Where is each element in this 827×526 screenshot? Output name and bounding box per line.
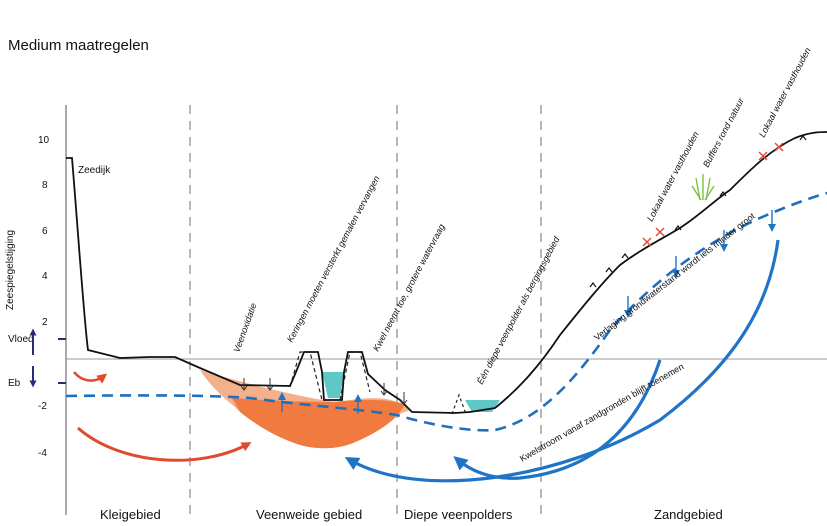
label-lokaal-water-2: Lokaal water vasthouden [757, 46, 813, 139]
label-veenoxidatie: Veenoxidatie [231, 302, 258, 354]
diagram-title: Medium maatregelen [8, 37, 149, 54]
zone-dividers [189, 105, 542, 515]
blue-arrow-large [344, 239, 780, 483]
water-retention-markers [642, 142, 784, 247]
polder-dike-outline [451, 393, 467, 415]
y-tick: 8 [42, 180, 48, 191]
label-buffers: Buffers rond natuur [701, 95, 746, 169]
y-tick: 2 [42, 317, 48, 328]
terrain-bumps [589, 135, 807, 288]
old-dike-outline-right [339, 351, 371, 401]
label-lokaal-water-1: Lokaal water vasthouden [645, 130, 701, 223]
zone-label-zandgebied: Zandgebied [654, 507, 723, 522]
zone-label-kleigebied: Kleigebied [100, 507, 161, 522]
tide-low-label: Eb [8, 378, 21, 389]
y-ticks: 10 8 6 4 2 -2 -4 [38, 135, 50, 459]
zone-label-diepe-veenpolders: Diepe veenpolders [404, 507, 513, 522]
y-tick: -4 [38, 448, 47, 459]
seepage-arrows [278, 392, 362, 414]
subsidence-arrows [240, 378, 408, 405]
nature-buffer-grass [691, 174, 715, 201]
blue-arrow-medium [453, 359, 662, 480]
label-zeedijk: Zeedijk [78, 165, 111, 176]
y-tick: -2 [38, 401, 47, 412]
y-axis-label: Zeespiegelstijging [5, 230, 16, 310]
old-dike-outline-left [289, 351, 323, 401]
zone-label-veenweide: Veenweide gebied [256, 507, 362, 522]
groundwater-lowering-arrows [624, 210, 776, 318]
terrain-profile [66, 131, 827, 414]
label-kwel: Kwel neemt toe, grotere watervraag [371, 222, 447, 353]
red-arrow-upper [72, 371, 108, 384]
label-keringen: Keringen moeten versterkt gemalen vervan… [285, 174, 382, 344]
y-tick: 6 [42, 226, 48, 237]
tide-high-label: Vloed [8, 334, 34, 345]
red-arrow-lower [77, 426, 252, 462]
y-tick: 4 [42, 271, 48, 282]
groundwater-table [65, 191, 827, 432]
canal-water [322, 372, 344, 398]
label-diepe-polder: Één diepe veenpolder als bergingsgebied [475, 234, 562, 386]
y-tick: 10 [38, 135, 50, 146]
